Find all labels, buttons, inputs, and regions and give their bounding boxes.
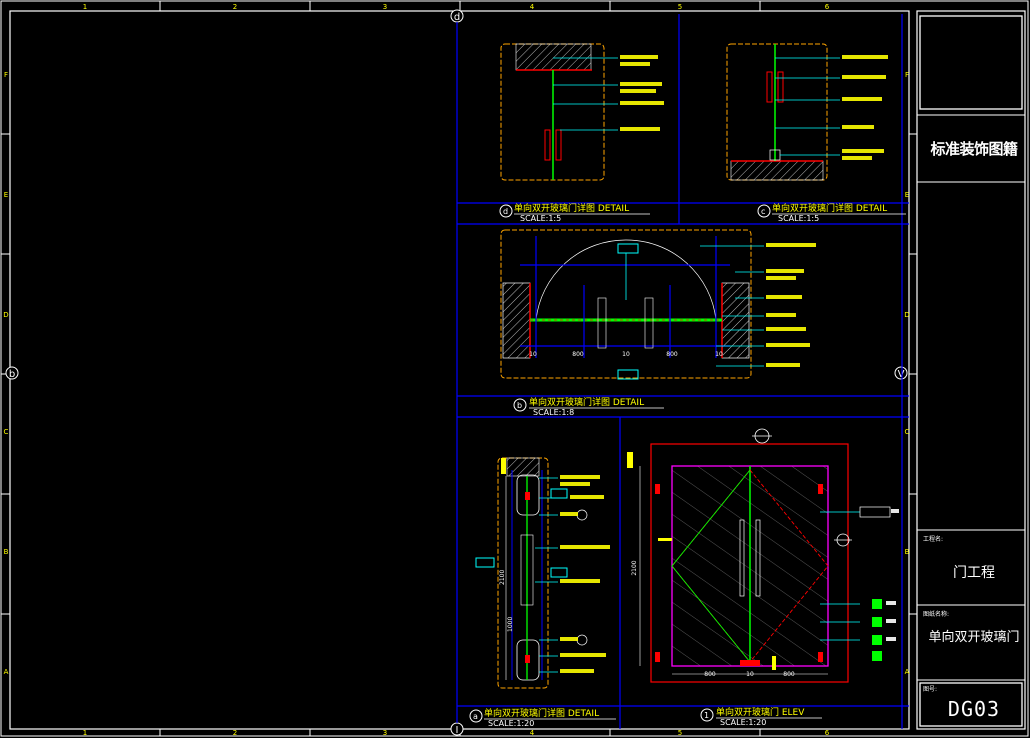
row-label: D [904,311,909,319]
axis-mark-right: V [898,369,905,380]
plan-dim-right: 10 [715,351,723,358]
row-label: F [905,71,909,79]
elevation-scale: SCALE:1:20 [720,718,766,727]
column-label: 6 [825,729,830,737]
axis-mark-top: d [454,12,460,23]
project-name: 门工程 [953,565,995,581]
detail-d-scale: SCALE:1:5 [520,214,561,223]
detail-b-mark: b [517,401,522,410]
detail-b-caption: b 单向双开玻璃门详图 DETAIL SCALE:1:8 [513,396,664,417]
column-label: 5 [678,3,682,11]
column-label: 2 [233,729,237,737]
detail-c-caption: c 单向双开玻璃门详图 DETAIL SCALE:1:5 [757,202,906,223]
plan-dim-leaf-2: 800 [666,351,678,358]
detail-b-drawing: 10 800 10 800 10 [500,229,816,380]
elev-dim-gap: 10 [746,671,754,678]
detail-d-caption: d 单向双开玻璃门详图 DETAIL SCALE:1:5 [499,202,650,223]
detail-a-scale: SCALE:1:20 [488,719,534,728]
row-label: A [905,668,910,676]
row-label: E [4,191,8,199]
elevation-mark: 1 [704,711,709,720]
project-caption: 工程名: [923,536,944,543]
column-label: 2 [233,3,237,11]
row-label: E [905,191,909,199]
axis-mark-bottom: I [456,725,459,736]
drawing-caption: 图纸名称: [923,611,950,618]
elev-dim-width-1: 800 [704,671,716,678]
elev-dim-height: 2100 [631,560,638,575]
elevation-tags [859,506,891,661]
elev-dim-width-2: 800 [783,671,795,678]
column-label: 4 [530,729,535,737]
row-label: D [3,311,8,319]
axis-markers: d I b V [5,9,908,736]
row-label: C [905,428,910,436]
detail-a-mark: a [473,712,478,721]
elevation-caption: 1 单向双开玻璃门 ELEV SCALE:1:20 [700,706,822,727]
drawing-number: DG03 [947,697,1001,721]
row-label: B [4,548,9,556]
title-block [917,15,1025,727]
elevation-title: 单向双开玻璃门 ELEV [716,706,805,718]
column-label: 3 [383,3,387,11]
column-label: 5 [678,729,682,737]
row-label: F [4,71,8,79]
section-dim-lower: 1000 [507,617,514,632]
detail-a-caption: a 单向双开玻璃门详图 DETAIL SCALE:1:20 [469,707,616,728]
elevation-drawing: 2100 800 10 800 [627,428,899,683]
detail-c-scale: SCALE:1:5 [778,214,819,223]
section-dim-height: 2100 [499,570,506,585]
detail-c-title: 单向双开玻璃门详图 DETAIL [772,202,887,214]
plan-dim-left: 10 [529,351,537,358]
row-label: B [905,548,910,556]
drawing-number-caption: 图号: [923,686,938,693]
detail-c-drawing [726,43,888,181]
detail-b-scale: SCALE:1:8 [533,408,574,417]
column-label: 1 [83,729,87,737]
axis-mark-left: b [9,369,15,380]
detail-a-drawing: 2100 1000 [475,457,610,689]
drawing-name: 单向双开玻璃门 [928,630,1020,645]
plan-dim-mid: 10 [622,351,630,358]
detail-c-mark: c [761,207,765,216]
row-label: C [4,428,9,436]
layout-grid [456,14,909,729]
column-label: 6 [825,3,830,11]
row-label: A [4,668,9,676]
detail-a-title: 单向双开玻璃门详图 DETAIL [484,707,599,719]
detail-d-drawing [500,43,664,181]
detail-d-title: 单向双开玻璃门详图 DETAIL [514,202,629,214]
column-label: 4 [530,3,535,11]
detail-d-mark: d [503,207,508,216]
detail-b-title: 单向双开玻璃门详图 DETAIL [529,396,644,408]
plan-dim-leaf-1: 800 [572,351,584,358]
column-label: 3 [383,729,387,737]
column-label: 1 [83,3,87,11]
company-name: 标准装饰图籍 [930,140,1018,158]
